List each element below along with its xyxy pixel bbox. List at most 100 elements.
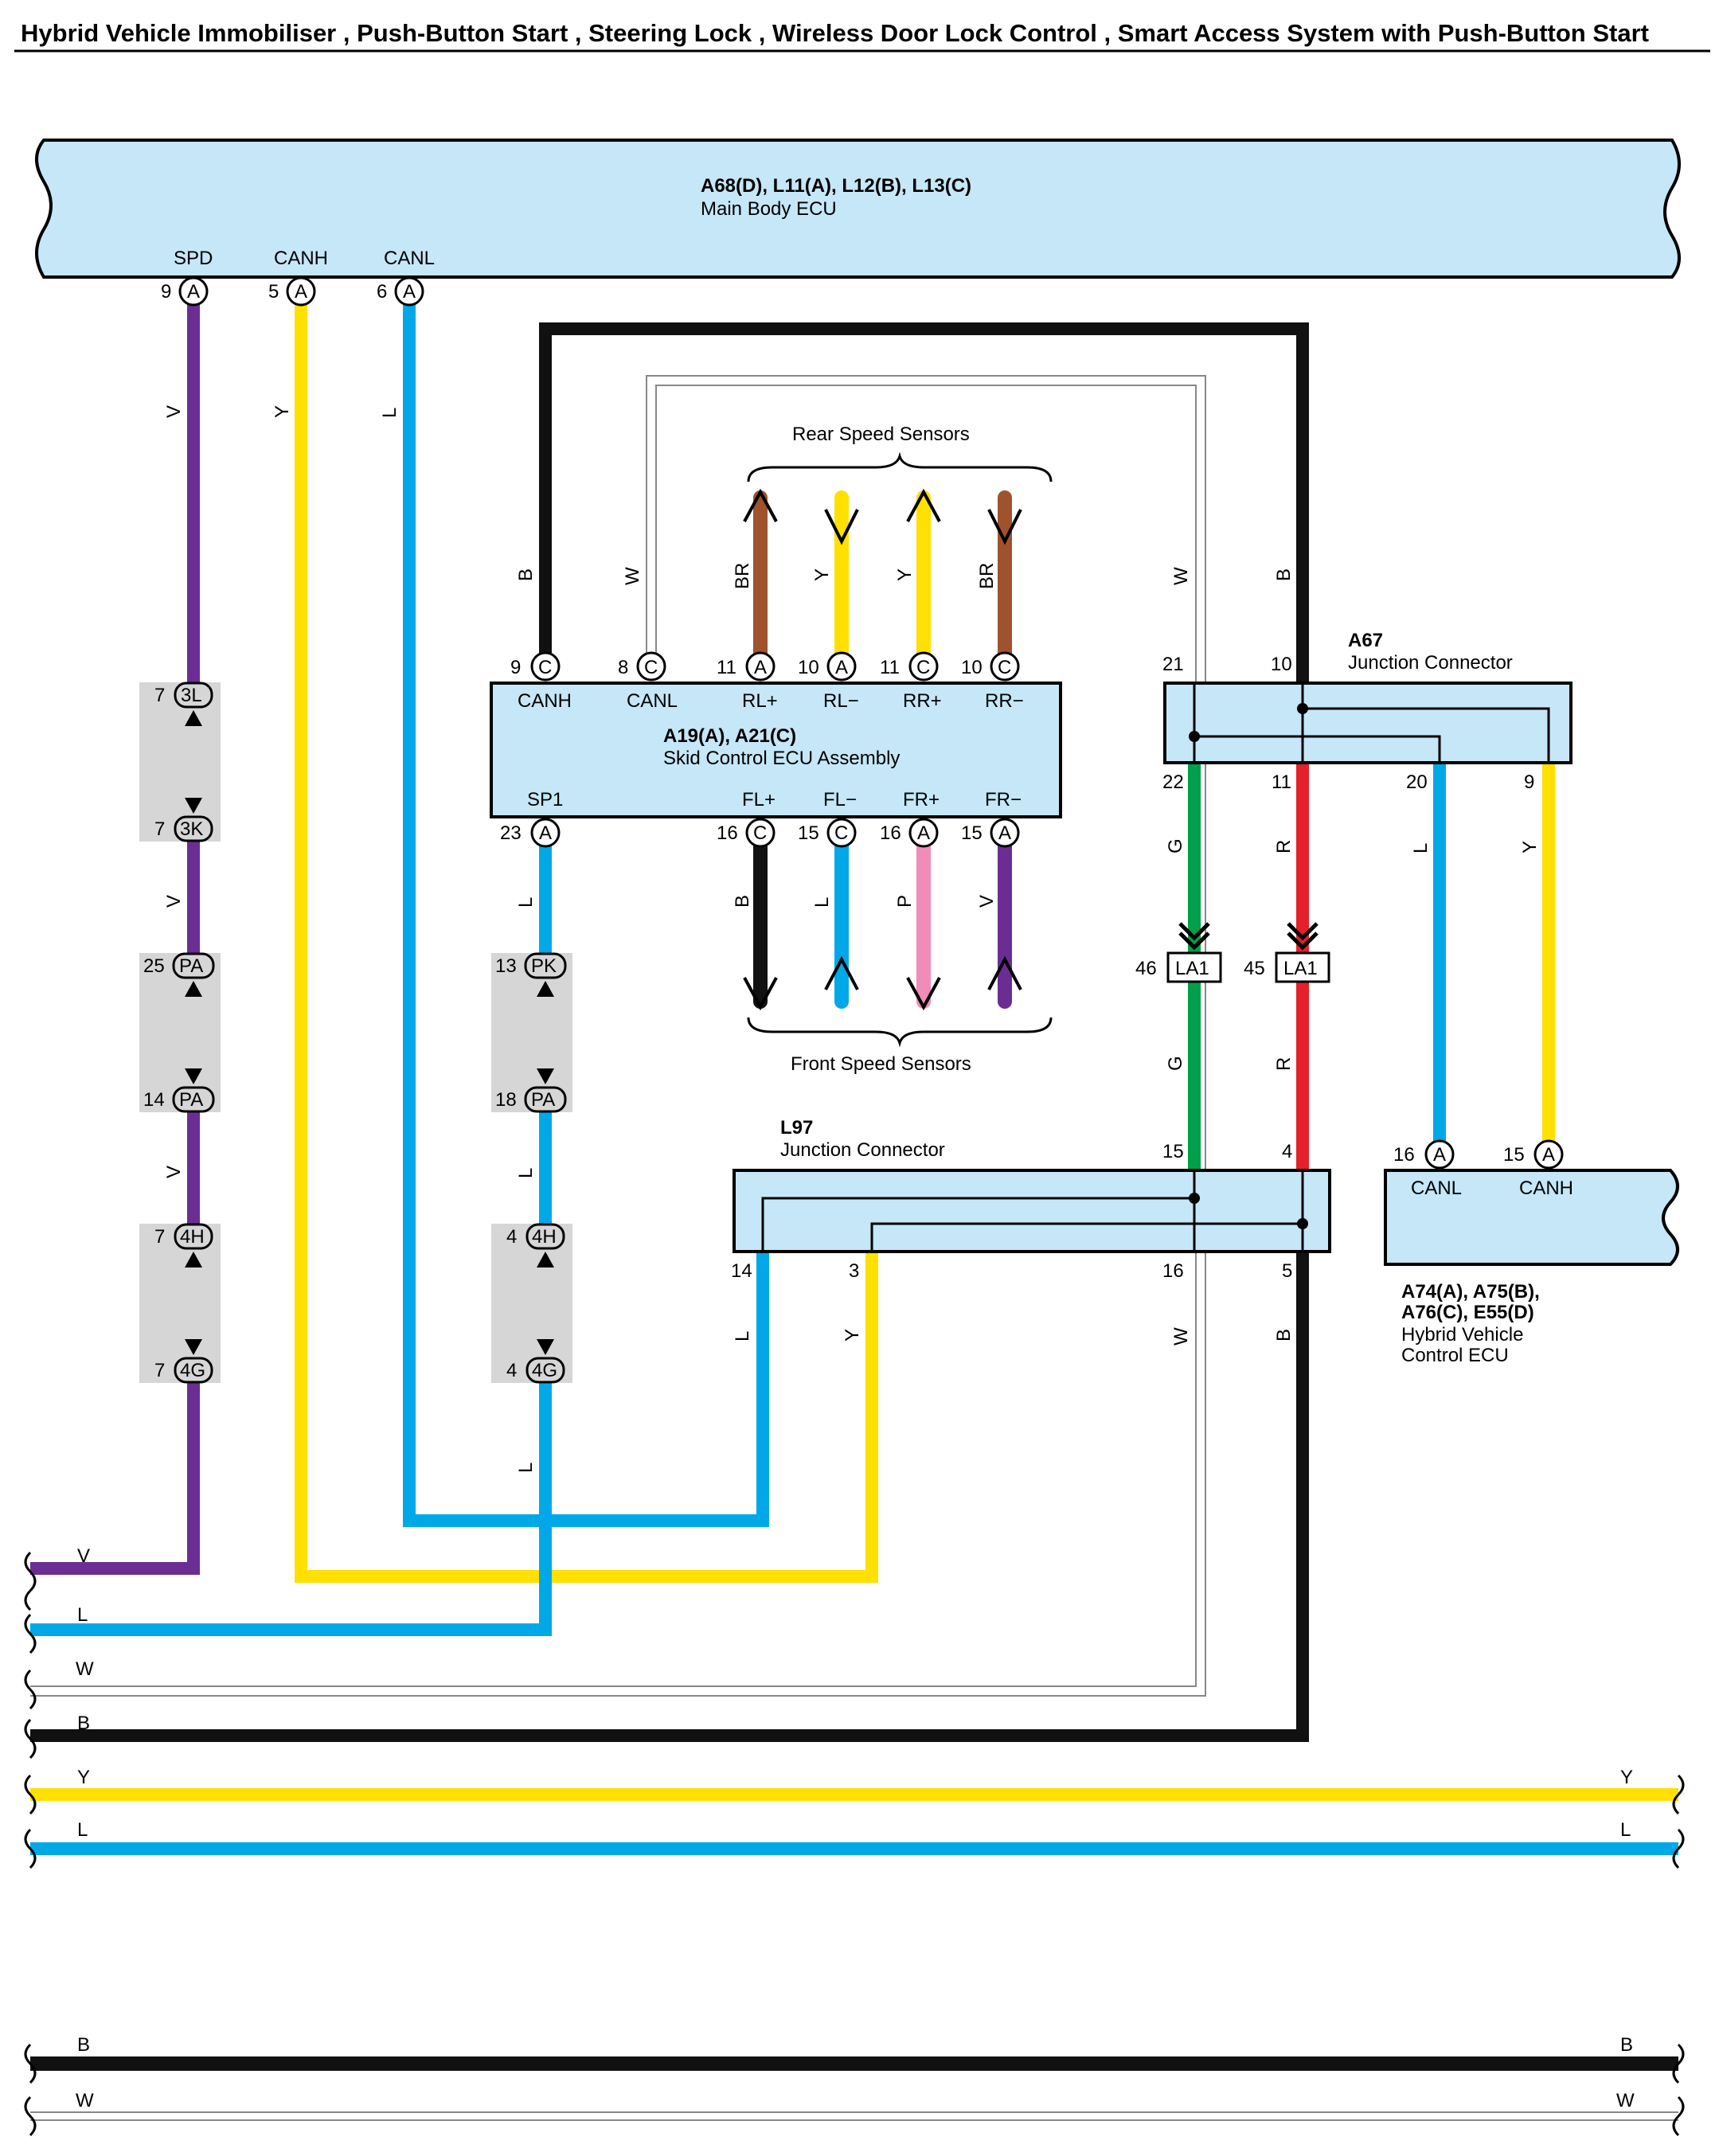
- hybrid-vehicle-control-ecu: CANL CANH 16 A 15 A A74(A), A75(B), A76(…: [1384, 1139, 1679, 1366]
- label-text: 11: [1272, 771, 1291, 793]
- wire-w-inner: [30, 377, 1205, 1695]
- pin-name-spd: SPD: [174, 248, 213, 269]
- label-text: L: [77, 1604, 88, 1626]
- sensor-arrows: [743, 451, 1053, 1048]
- label-text: 15: [798, 822, 819, 844]
- label-text: B: [1620, 2034, 1633, 2056]
- label-text: C: [753, 822, 767, 844]
- label-text: B: [77, 2034, 90, 2056]
- label-text: PA: [531, 1089, 555, 1111]
- label-text: 13: [495, 955, 517, 977]
- label-text: 16: [717, 822, 738, 844]
- label-text: C: [644, 657, 658, 678]
- label-text: V: [163, 1166, 185, 1178]
- label-text: 4H: [532, 1226, 557, 1248]
- label-text: B: [515, 568, 537, 581]
- label-text: 10: [798, 657, 819, 678]
- skid-ecu-id: A19(A), A21(C): [663, 725, 796, 747]
- label-text: 4H: [180, 1226, 205, 1248]
- label-text: Junction Connector: [780, 1139, 945, 1161]
- label-text: A74(A), A75(B),: [1401, 1281, 1540, 1303]
- label-text: 4G: [180, 1360, 205, 1381]
- label-text: 9: [1524, 771, 1534, 793]
- label-text: CANL: [627, 690, 678, 712]
- la1-connectors: LA1 46 LA1 45: [1135, 922, 1330, 983]
- label-text: Y: [1620, 1767, 1633, 1788]
- label-text: L: [811, 897, 833, 908]
- label-text: 15: [961, 822, 983, 844]
- label-text: A: [1433, 1144, 1446, 1166]
- front-speed-sensors-label: Front Speed Sensors: [791, 1053, 971, 1075]
- label-text: L: [732, 1331, 753, 1342]
- page-title: Hybrid Vehicle Immobiliser , Push-Button…: [21, 19, 1649, 47]
- label-text: RL+: [742, 690, 778, 712]
- label-text: W: [76, 2090, 94, 2111]
- label-text: 8: [618, 657, 628, 678]
- label-text: 21: [1162, 654, 1184, 675]
- label-text: 4G: [532, 1360, 557, 1381]
- label-text: B: [1273, 1329, 1295, 1342]
- label-text: FL+: [742, 789, 776, 810]
- label-text: 11: [880, 657, 900, 678]
- label-text: FR+: [903, 789, 940, 810]
- skid-control-ecu: A19(A), A21(C) Skid Control ECU Assembly…: [490, 651, 1062, 848]
- label-text: 7: [154, 685, 165, 706]
- label-text: Y: [1519, 841, 1541, 853]
- label-text: B: [732, 895, 753, 908]
- label-text: V: [163, 405, 185, 418]
- skid-ecu-name: Skid Control ECU Assembly: [663, 748, 900, 769]
- label-text: 3L: [181, 685, 202, 706]
- label-text: A: [835, 657, 848, 678]
- label-text: B: [77, 1713, 90, 1734]
- label-text: 10: [961, 657, 983, 678]
- label-text: 20: [1406, 771, 1428, 793]
- label-text: Control ECU: [1401, 1345, 1509, 1366]
- label-text: 5: [1282, 1260, 1292, 1282]
- label-text: LA1: [1283, 958, 1318, 979]
- label-text: 14: [143, 1089, 165, 1111]
- label-text: V: [976, 895, 998, 908]
- label-text: PK: [531, 955, 557, 977]
- label-text: C: [834, 822, 848, 844]
- label-text: Y: [77, 1767, 90, 1788]
- label-text: LA1: [1175, 958, 1209, 979]
- label-text: L: [1410, 843, 1432, 853]
- label-text: A: [754, 657, 767, 678]
- label-text: 15: [1162, 1141, 1184, 1162]
- label-text: 16: [1393, 1144, 1415, 1166]
- label-text: L: [515, 1168, 537, 1178]
- pin-num-spd: 9: [161, 281, 171, 303]
- label-text: 4: [506, 1360, 517, 1381]
- label-text: 25: [143, 955, 165, 977]
- label-text: A: [917, 822, 930, 844]
- wire-l-canl: [403, 291, 769, 1527]
- label-text: L: [379, 408, 400, 418]
- label-text: R: [1273, 840, 1295, 853]
- inline-connectors: 7 3L 7 3K 25 PA 14 PA 7 4H 7 4G 13 PK 18…: [139, 682, 572, 1384]
- label-text: 45: [1244, 958, 1265, 979]
- label-text: RR+: [903, 690, 942, 712]
- wire-l-sp1: [30, 832, 552, 1636]
- label-text: C: [916, 657, 930, 678]
- label-text: R: [1273, 1057, 1295, 1071]
- label-text: 15: [1503, 1144, 1525, 1166]
- label-text: CANH: [518, 690, 572, 712]
- label-text: RL−: [823, 690, 859, 712]
- wire-b-outline: [539, 322, 1309, 713]
- label-text: W: [1170, 567, 1192, 585]
- label-text: 16: [880, 822, 901, 844]
- label-text: L: [515, 1463, 537, 1473]
- label-text: 7: [154, 818, 165, 840]
- rear-speed-sensors-label: Rear Speed Sensors: [792, 424, 970, 445]
- label-text: 7: [154, 1360, 165, 1381]
- label-text: Y: [894, 568, 916, 581]
- label-text: PA: [179, 1089, 203, 1111]
- a67-junction-connector: A67 Junction Connector 21 10 22 11 20 9: [1162, 630, 1572, 793]
- label-text: G: [1165, 1056, 1186, 1071]
- main-body-ecu-name: Main Body ECU: [701, 198, 837, 220]
- label-text: P: [894, 895, 916, 908]
- label-text: L: [515, 897, 537, 908]
- label-text: SP1: [527, 789, 563, 810]
- pin-conn-spd: A: [187, 281, 200, 303]
- label-text: BR: [732, 563, 753, 589]
